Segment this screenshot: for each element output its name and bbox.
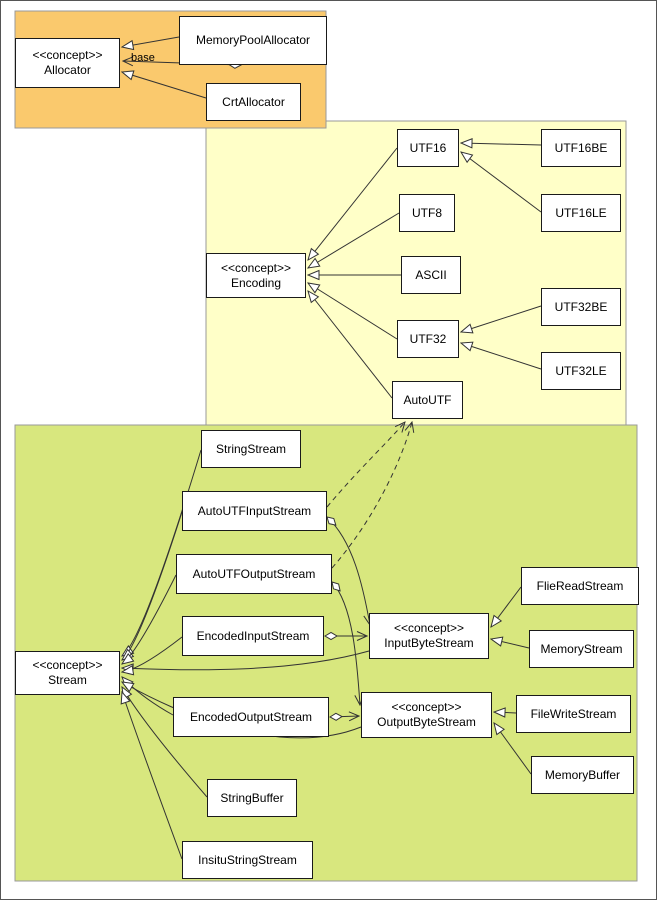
- edge-utf8-encoding-generalization: [308, 212, 400, 268]
- node-insitu-string-stream-label: InsituStringStream: [198, 852, 297, 867]
- edge-encodedinputstream-stream-generalization: [122, 636, 183, 672]
- node-auto-utf-label: AutoUTF: [403, 392, 452, 407]
- node-utf16be: UTF16BE: [541, 129, 621, 167]
- node-string-buffer: StringBuffer: [207, 779, 297, 817]
- node-input-byte-stream: <<concept>> InputByteStream: [369, 613, 489, 659]
- node-utf16le: UTF16LE: [541, 194, 621, 232]
- node-stream: <<concept>> Stream: [15, 651, 120, 695]
- node-utf16: UTF16: [397, 129, 459, 167]
- node-utf32-label: UTF32: [409, 331, 447, 346]
- node-encoded-output-stream-label: EncodedOutputStream: [189, 709, 313, 724]
- node-utf32: UTF32: [397, 320, 459, 358]
- node-auto-utf-output-stream-label: AutoUTFOutputStream: [192, 566, 316, 581]
- edge-encodedoutputstream-stream-generalization: [122, 677, 174, 716]
- edge-insitustringstream-stream-generalization: [122, 692, 183, 860]
- node-memory-pool-allocator: MemoryPoolAllocator: [179, 16, 327, 65]
- node-output-byte-stream: <<concept>> OutputByteStream: [361, 692, 492, 738]
- node-string-stream-label: StringStream: [215, 441, 287, 456]
- node-memory-stream: MemoryStream: [529, 630, 634, 668]
- node-utf32le: UTF32LE: [541, 352, 621, 390]
- edge-autoutfoutputstream-stream-generalization: [122, 574, 177, 664]
- edge-crtallocator-allocator-generalization: [122, 72, 207, 99]
- node-string-buffer-label: StringBuffer: [220, 790, 284, 805]
- node-flie-read-stream-label: FlieReadStream: [536, 578, 624, 593]
- node-utf8-label: UTF8: [412, 205, 442, 220]
- node-encoded-input-stream-label: EncodedInputStream: [196, 628, 310, 643]
- edge-filewritestream-outputbytestream-generalization: [494, 712, 517, 713]
- edge-utf16-encoding-generalization: [308, 147, 398, 260]
- edge-autoutfinputstream-autoutf-dependency: [326, 422, 405, 508]
- node-utf32be: UTF32BE: [541, 288, 621, 326]
- edge-utf16be-utf16-generalization: [461, 143, 542, 145]
- node-utf16be-label: UTF16BE: [554, 140, 608, 155]
- node-ascii: ASCII: [401, 256, 461, 294]
- edge-fliereadstream-inputbytestream-generalization: [491, 586, 522, 627]
- edge-utf32-encoding-generalization: [308, 283, 398, 340]
- node-encoded-output-stream: EncodedOutputStream: [173, 697, 329, 737]
- node-encoding-label: <<concept>> Encoding: [220, 260, 292, 290]
- node-utf32be-label: UTF32BE: [554, 299, 608, 314]
- edge-utf16le-utf16-generalization: [461, 152, 542, 213]
- edge-memorystream-inputbytestream-generalization: [491, 639, 530, 649]
- node-utf32le-label: UTF32LE: [555, 363, 607, 378]
- node-auto-utf-input-stream: AutoUTFInputStream: [182, 491, 327, 531]
- node-utf16le-label: UTF16LE: [555, 205, 607, 220]
- edge-autoutf-encoding-generalization: [308, 291, 393, 399]
- node-stream-label: <<concept>> Stream: [32, 658, 103, 687]
- node-encoded-input-stream: EncodedInputStream: [182, 616, 324, 656]
- node-output-byte-stream-label: <<concept>> OutputByteStream: [377, 700, 476, 729]
- edge-label-base: base: [131, 52, 155, 64]
- node-memory-buffer: MemoryBuffer: [531, 756, 634, 794]
- node-memory-buffer-label: MemoryBuffer: [544, 767, 621, 782]
- node-allocator: <<concept>> Allocator: [15, 38, 120, 88]
- node-auto-utf-input-stream-label: AutoUTFInputStream: [197, 503, 312, 518]
- node-auto-utf-output-stream: AutoUTFOutputStream: [176, 554, 332, 594]
- edge-memorypoolallocator-allocator-generalization: [122, 36, 180, 47]
- node-utf16-label: UTF16: [409, 140, 447, 155]
- node-file-write-stream-label: FileWriteStream: [530, 706, 617, 721]
- node-allocator-label: <<concept>> Allocator: [32, 48, 103, 77]
- node-file-write-stream: FileWriteStream: [516, 695, 631, 733]
- node-flie-read-stream: FlieReadStream: [521, 567, 639, 605]
- node-encoding: <<concept>> Encoding: [206, 253, 306, 298]
- edge-utf32le-utf32-generalization: [461, 343, 542, 370]
- node-insitu-string-stream: InsituStringStream: [182, 841, 313, 879]
- node-crt-allocator-label: CrtAllocator: [222, 94, 285, 109]
- node-string-stream: StringStream: [201, 430, 301, 468]
- node-input-byte-stream-label: <<concept>> InputByteStream: [384, 621, 474, 650]
- edge-autoutfinputstream-inputbytestream-aggregation: [327, 517, 370, 625]
- node-auto-utf: AutoUTF: [392, 381, 463, 419]
- node-memory-pool-allocator-label: MemoryPoolAllocator: [195, 33, 311, 47]
- node-crt-allocator: CrtAllocator: [206, 83, 301, 121]
- node-ascii-label: ASCII: [415, 267, 447, 282]
- edge-encodedoutputstream-outputbytestream-aggregation: [330, 716, 359, 717]
- edge-utf32be-utf32-generalization: [461, 305, 542, 332]
- node-memory-stream-label: MemoryStream: [540, 641, 623, 656]
- node-utf8: UTF8: [399, 194, 455, 232]
- edge-memorybuffer-outputbytestream-generalization: [494, 723, 532, 775]
